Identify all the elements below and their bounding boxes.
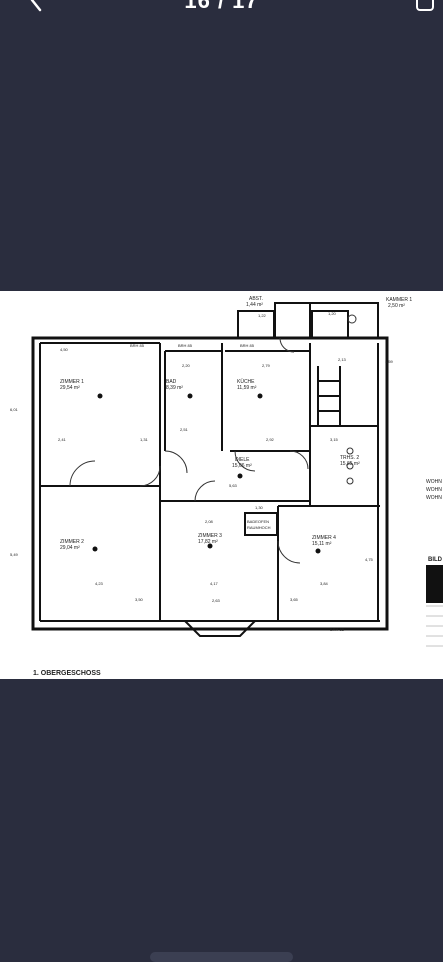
room-kammer-name: KAMMER 1 [386, 297, 412, 303]
dim-2-20: 2,20 [182, 363, 191, 368]
room-zimmer2-name: ZIMMER 2 [60, 539, 84, 545]
dim-2-08: 2,08 [205, 519, 214, 524]
dim-1-20: 1,20 [328, 311, 337, 316]
room-zimmer4-name: ZIMMER 4 [312, 535, 336, 541]
title-block-logo [426, 565, 443, 603]
viewer-top-bar: 16 / 17 [0, 0, 443, 22]
room-diele-name: DIELE [235, 457, 250, 463]
dim-2-51: 2,51 [180, 427, 189, 432]
chevron-left-icon[interactable] [22, 0, 52, 20]
dim-3-50: 3,50 [135, 597, 144, 602]
dim-5-63: 5,63 [229, 483, 238, 488]
parapet-1: BRH 85 [130, 343, 145, 348]
dim-2-41: 2,41 [58, 437, 67, 442]
room-zimmer1-area: 29,54 m² [60, 385, 80, 391]
dim-3-84: 3,84 [320, 581, 329, 586]
dim-1-30: 1,30 [255, 505, 264, 510]
dim-5-49: 5,49 [10, 552, 19, 557]
room-bad-name: BAD [166, 379, 177, 385]
dim-4-50: 4,50 [60, 347, 69, 352]
side-label-wohn-3: WOHN [426, 495, 442, 501]
dim-2-79: 2,79 [262, 363, 271, 368]
dim-2-92: 2,92 [266, 437, 275, 442]
room-abst-area: 1,44 m² [246, 302, 263, 308]
floorplan-image[interactable]: ZIMMER 1 29,54 m² ZIMMER 2 29,04 m² ZIMM… [0, 291, 443, 679]
dim-3-65: 3,65 [290, 597, 299, 602]
room-zimmer3-area: 17,82 m² [198, 539, 218, 545]
dim-6-01: 6,01 [10, 407, 19, 412]
side-label-wohn-1: WOHN [426, 479, 442, 485]
dim-2-13: 2,13 [338, 357, 347, 362]
dim-1-59: 1,59 [385, 359, 394, 364]
room-kuche-name: KÜCHE [237, 378, 255, 385]
share-icon[interactable] [414, 0, 436, 16]
parapet-4: BRH 85 [330, 627, 345, 632]
dim-4-23: 4,23 [95, 581, 104, 586]
room-zimmer2-area: 29,04 m² [60, 545, 80, 551]
parapet-2: BRH 85 [178, 343, 193, 348]
side-label-wohn-2: WOHN [426, 487, 442, 493]
room-trhs-name: TRHS. 2 [340, 455, 359, 461]
badeofen-label-1: BADEOFEN [247, 519, 269, 524]
room-kammer-area: 2,50 m² [388, 303, 405, 309]
room-trhs-area: 15,65 m² [340, 461, 360, 467]
bottom-handle [150, 952, 293, 962]
room-bad-area: 8,39 m² [166, 385, 183, 391]
room-diele-area: 15,06 m² [232, 463, 252, 469]
dim-2-63: 2,63 [212, 598, 221, 603]
floorplan-drawing: ZIMMER 1 29,54 m² ZIMMER 2 29,04 m² ZIMM… [10, 296, 443, 677]
floorplan-title: 1. OBERGESCHOSS [33, 670, 101, 677]
side-label-bild: BILD [428, 557, 443, 563]
room-zimmer4-area: 15,11 m² [312, 541, 332, 547]
room-abst-name: ABST. [249, 296, 263, 302]
room-zimmer1-name: ZIMMER 1 [60, 379, 84, 385]
dim-3-15: 3,15 [330, 437, 339, 442]
dim-1-31: 1,31 [140, 437, 149, 442]
room-zimmer3-name: ZIMMER 3 [198, 533, 222, 539]
image-counter: 16 / 17 [184, 0, 259, 13]
parapet-3: BRH 85 [240, 343, 255, 348]
dim-1-22: 1,22 [258, 313, 267, 318]
dim-4-17: 4,17 [210, 581, 219, 586]
dim-4-75: 4,75 [365, 557, 374, 562]
room-kuche-area: 11,59 m² [237, 385, 257, 391]
badeofen-label-2: RAUMHOCH [247, 525, 271, 530]
